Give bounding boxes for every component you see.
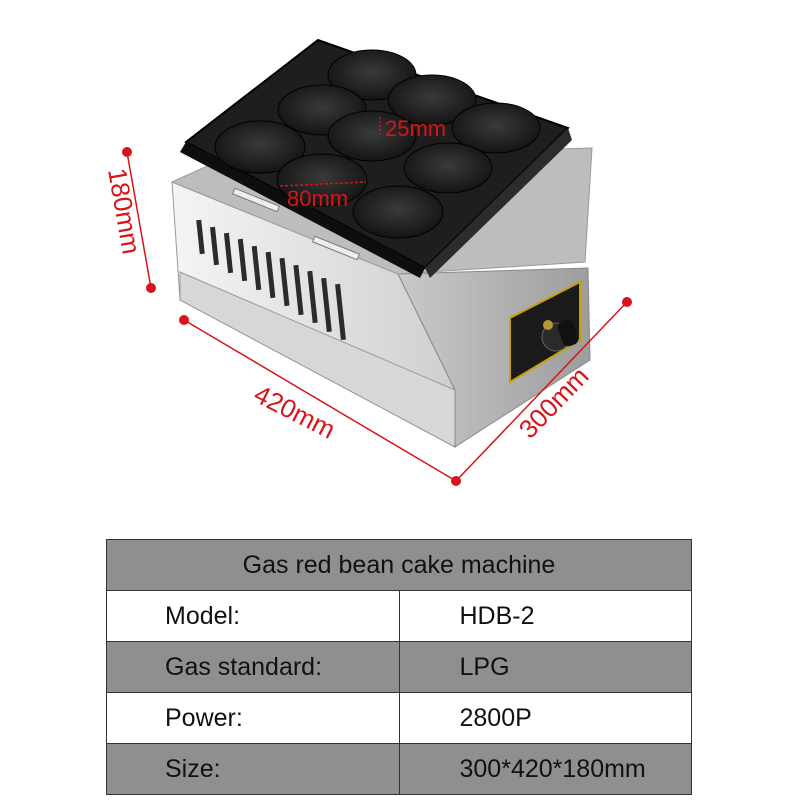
spec-key-power: Power: <box>106 692 400 744</box>
spec-table-title: Gas red bean cake machine <box>106 539 692 591</box>
dimension-cup-depth: 25mm <box>379 116 446 141</box>
table-row: Size: 300*420*180mm <box>106 743 692 795</box>
spec-key-size: Size: <box>106 743 400 795</box>
spec-value-gas-standard: LPG <box>398 641 692 693</box>
spec-value-size: 300*420*180mm <box>398 743 692 795</box>
control-panel <box>509 280 581 384</box>
cake-cups <box>214 49 541 239</box>
spec-key-model: Model: <box>106 590 400 642</box>
dimension-height: 180mm <box>102 147 156 293</box>
cup-depth-label: 25mm <box>385 116 446 141</box>
right-handle <box>311 235 361 261</box>
vent-slots <box>196 219 346 341</box>
cup-diameter-label: 80mm <box>287 186 348 211</box>
griddle-plate <box>180 38 572 278</box>
length-label: 420mm <box>249 379 340 445</box>
table-row: Model: HDB-2 <box>106 590 692 642</box>
spec-table: Gas red bean cake machine Model: HDB-2 G… <box>106 539 692 795</box>
table-row: Power: 2800P <box>106 692 692 744</box>
spec-value-power: 2800P <box>398 692 692 744</box>
dimension-cup-diameter: 80mm <box>279 181 367 211</box>
height-label: 180mm <box>102 166 147 257</box>
spec-key-gas-standard: Gas standard: <box>106 641 400 693</box>
spec-value-model: HDB-2 <box>398 590 692 642</box>
table-row: Gas standard: LPG <box>106 641 692 693</box>
left-handle <box>231 187 281 213</box>
product-image: 180mm 420mm 300mm 80mm 25mm <box>102 38 632 486</box>
